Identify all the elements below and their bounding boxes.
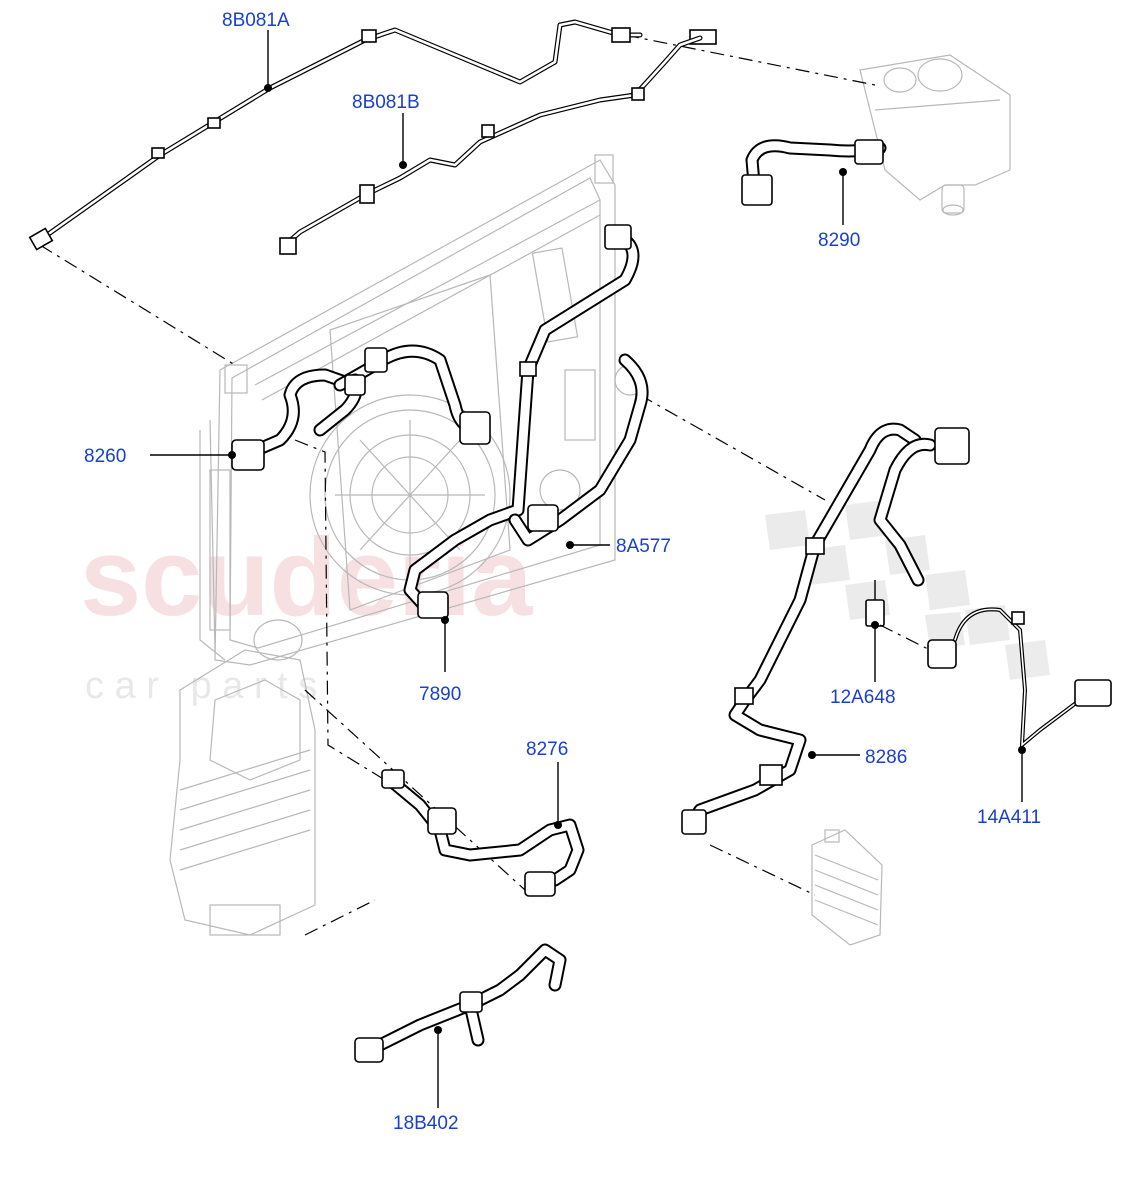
hose-18b402 <box>354 943 567 1063</box>
callout-8b081b: 8B081B <box>352 92 420 113</box>
hose-8290 <box>741 139 887 206</box>
alignment-line <box>639 394 826 501</box>
hose-8a577-7890 <box>403 224 649 619</box>
callout-8a577: 8A577 <box>616 536 671 557</box>
intercooler-assembly <box>169 619 316 936</box>
callout-8276: 8276 <box>526 739 568 760</box>
callout-18b402: 18B402 <box>393 1113 459 1134</box>
alignment-line <box>709 844 816 896</box>
hose-8286 <box>681 422 970 835</box>
callout-8260: 8260 <box>84 446 126 467</box>
alignment-line <box>304 689 526 891</box>
expansion-tank <box>859 54 1011 216</box>
callout-7890: 7890 <box>419 684 461 705</box>
alignment-lines <box>39 34 876 936</box>
watermark-tagline: c a r p a r t s <box>85 665 317 707</box>
hose-8276 <box>381 769 585 897</box>
harness-14a411 <box>927 607 1112 750</box>
callout-labels: 8B081A 8B081B 8290 8260 8A577 7890 12A64… <box>84 10 1041 1134</box>
alignment-line <box>294 439 386 781</box>
oil-cooler <box>811 829 883 946</box>
callout-8286: 8286 <box>865 747 907 768</box>
leader-lines <box>150 30 1026 1108</box>
bleed-pipe-8b081b <box>279 35 703 255</box>
callout-8b081a: 8B081A <box>222 10 290 31</box>
callout-12a648: 12A648 <box>830 687 896 708</box>
bleed-pipe-8b081a <box>28 19 717 251</box>
callout-14a411: 14A411 <box>977 807 1041 828</box>
alignment-line <box>304 899 376 936</box>
sensor-12a648 <box>865 580 931 651</box>
callout-8290: 8290 <box>818 230 860 251</box>
hose-8260 <box>231 344 491 471</box>
alignment-line <box>624 34 876 86</box>
alignment-line <box>39 244 236 366</box>
watermark: scuderia c a r p a r t s <box>80 500 1050 707</box>
